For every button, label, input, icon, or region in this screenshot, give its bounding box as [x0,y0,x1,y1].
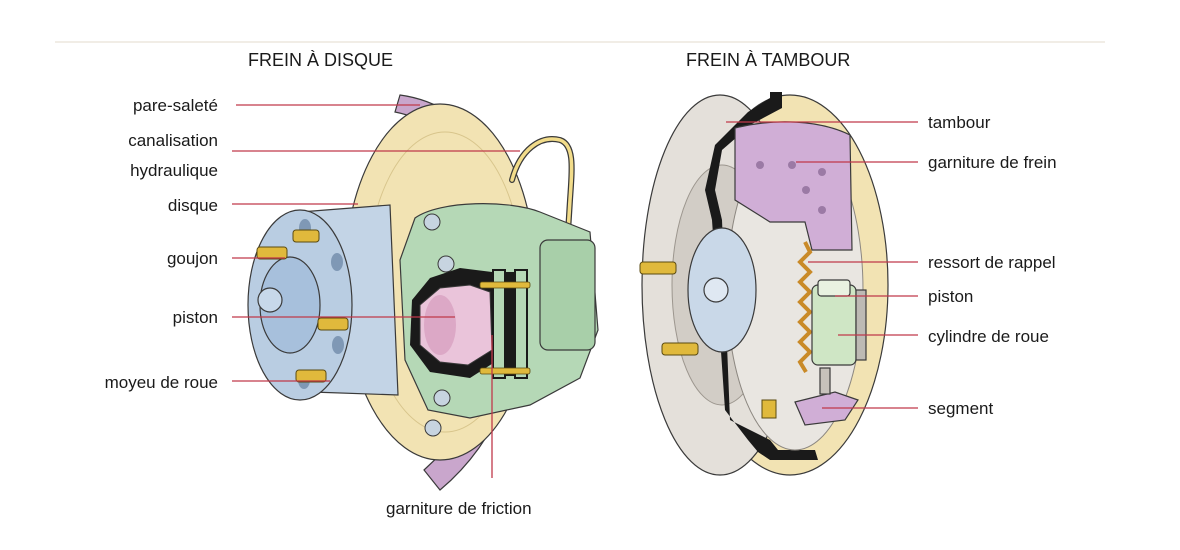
return-spring [797,241,813,374]
drum-brake-lining [734,121,853,251]
label-disc-piston: piston [173,308,218,327]
drum-studs [639,261,699,356]
drum-brake-illustration [639,92,889,476]
label-wheel-cylinder: cylindre de roue [928,327,1049,346]
disc-brake-illustration [247,94,599,491]
label-friction-lining: garniture de friction [386,499,532,518]
label-hydraulic-line-2: hydraulique [130,161,218,180]
label-drum-piston: piston [928,287,973,306]
wheel-cylinder [811,284,857,366]
label-dust-shield: pare-saleté [133,96,218,115]
label-drum: tambour [928,113,991,132]
title-disc-brake: FREIN À DISQUE [248,50,393,70]
drum-piston [817,279,851,297]
label-stud: goujon [167,249,218,268]
label-hydraulic-line-1: canalisation [128,131,218,150]
leader-lines [232,104,918,478]
label-disc: disque [168,196,218,215]
label-brake-lining: garniture de frein [928,153,1057,172]
wheel-studs [256,229,349,383]
label-wheel-hub: moyeu de roue [105,373,218,392]
drum-hub-nut [703,277,729,303]
label-shoe-segment: segment [928,399,993,418]
title-drum-brake: FREIN À TAMBOUR [686,50,850,70]
label-return-spring: ressort de rappel [928,253,1056,272]
